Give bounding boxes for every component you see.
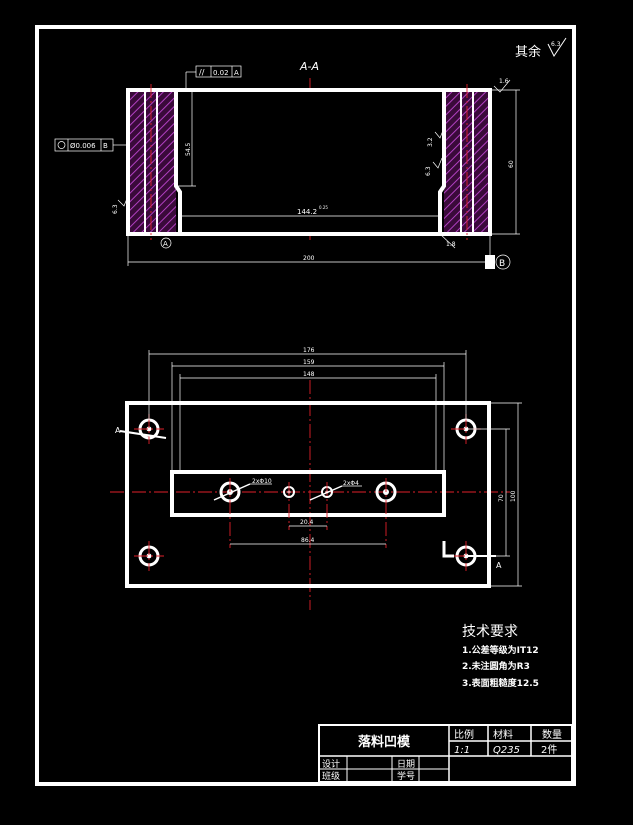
svg-text:60: 60 — [508, 160, 515, 168]
plan-dimensions: 176 159 148 70 100 20.4 — [148, 347, 522, 587]
section-view: A-A // 0.02 A — [54, 60, 520, 270]
student-id-label: 学号 — [397, 770, 415, 782]
svg-text://: // — [199, 68, 205, 77]
svg-text:0.02: 0.02 — [213, 69, 229, 77]
datum-a: A — [160, 237, 172, 249]
svg-text:Ø0.006: Ø0.006 — [70, 142, 96, 150]
datum-b: B — [485, 254, 511, 270]
qty-label: 数量 — [542, 728, 562, 741]
svg-text:B: B — [103, 142, 108, 150]
svg-text:2xΦ10: 2xΦ10 — [252, 478, 272, 485]
svg-text:200: 200 — [303, 255, 315, 262]
material-label: 材料 — [493, 728, 513, 741]
part-name: 落料凹模 — [358, 734, 411, 750]
title-block: 落料凹模 比例 1:1 材料 Q235 数量 2件 设计 日期 班级 学号 — [318, 724, 573, 783]
svg-text:6.3: 6.3 — [112, 204, 119, 214]
drawing-border — [35, 25, 576, 786]
svg-text:0.25: 0.25 — [319, 205, 328, 210]
svg-text:70: 70 — [498, 494, 505, 502]
date-label: 日期 — [397, 759, 415, 770]
svg-text:1.6: 1.6 — [499, 78, 509, 85]
roughness-prefix: 其余 — [515, 44, 541, 60]
tech-req-item-3: 3.表面粗糙度12.5 — [462, 677, 539, 689]
svg-text:54.5: 54.5 — [185, 142, 192, 156]
right-step — [438, 90, 446, 234]
svg-text:A: A — [115, 426, 121, 435]
svg-text:144.2: 144.2 — [297, 208, 317, 216]
left-step — [174, 90, 182, 234]
svg-text:1.8: 1.8 — [446, 241, 456, 248]
roughness-note: 其余 6.3 — [515, 37, 567, 60]
svg-text:20.4: 20.4 — [300, 519, 314, 526]
roughness-symbol-icon — [547, 37, 567, 57]
flatness-tolerance: // 0.02 A — [185, 65, 242, 90]
class-label: 班级 — [322, 770, 340, 782]
svg-text:A: A — [234, 69, 239, 77]
qty-value: 2件 — [541, 744, 557, 756]
svg-text:176: 176 — [303, 347, 315, 354]
svg-text:2xΦ4: 2xΦ4 — [343, 480, 359, 487]
svg-text:3.2: 3.2 — [427, 137, 434, 147]
die-cavity — [170, 470, 446, 517]
svg-text:159: 159 — [303, 359, 315, 366]
plate-outline — [125, 401, 491, 588]
ratio-label: 比例 — [454, 728, 474, 741]
svg-text:B: B — [499, 259, 505, 269]
cavity-holes — [219, 478, 397, 548]
section-label: A-A — [299, 60, 319, 73]
material-value: Q235 — [493, 745, 520, 756]
design-label: 设计 — [322, 758, 340, 770]
svg-text:A: A — [496, 561, 502, 570]
tech-req-item-1: 1.公差等级为IT12 — [462, 644, 539, 656]
svg-text:A: A — [163, 240, 168, 248]
tech-req-title: 技术要求 — [462, 624, 518, 640]
ratio-value: 1:1 — [454, 745, 470, 756]
plan-view: A A 176 159 148 70 — [110, 347, 522, 610]
cylindricity-tolerance: Ø0.006 B — [54, 138, 128, 152]
svg-text:148: 148 — [303, 371, 315, 378]
tech-requirements: 技术要求 1.公差等级为IT12 2.未注圆角为R3 3.表面粗糙度12.5 — [462, 624, 539, 689]
svg-text:100: 100 — [510, 490, 517, 502]
roughness-value: 6.3 — [551, 41, 561, 48]
tech-req-item-2: 2.未注圆角为R3 — [462, 660, 530, 672]
corner-holes — [134, 414, 481, 571]
svg-text:86.4: 86.4 — [301, 537, 315, 544]
svg-text:6.3: 6.3 — [425, 166, 432, 176]
left-wall-hatch — [128, 90, 176, 234]
